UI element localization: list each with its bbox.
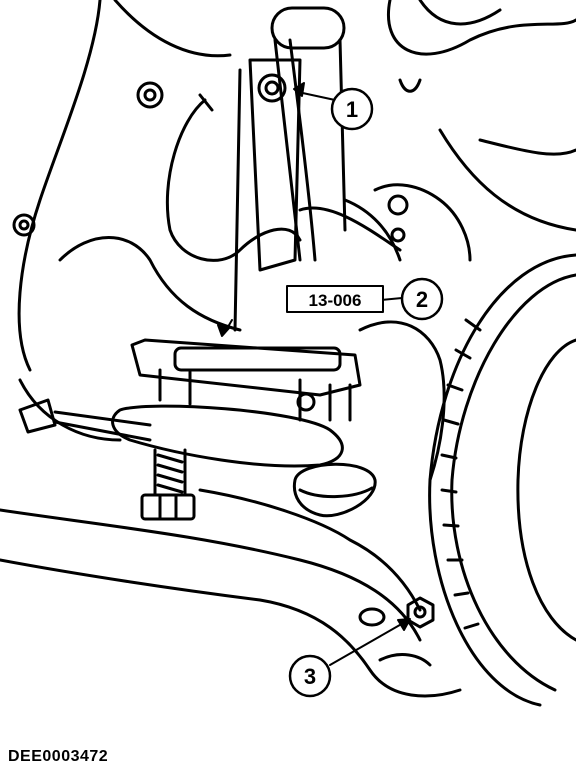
body-panel	[12, 0, 576, 372]
sensor-wire	[165, 93, 402, 262]
steering-knuckle	[18, 236, 446, 482]
callout-1: 1	[330, 87, 374, 131]
callout-2: 2	[400, 277, 444, 321]
callout-3-number: 3	[304, 664, 316, 689]
figure-id: DEE0003472	[8, 748, 109, 765]
tie-rod	[18, 398, 152, 442]
separator-tool	[111, 338, 362, 521]
tool-label: 13-006	[309, 291, 362, 310]
tool-label-box: 13-006	[286, 285, 384, 313]
suspension-illustration: 1 13-006 2 3	[0, 0, 576, 707]
lower-control-arm	[0, 488, 462, 698]
ball-joint	[292, 462, 377, 518]
callout-2-number: 2	[416, 287, 428, 312]
strut-assembly	[233, 6, 472, 332]
callout-1-number: 1	[346, 97, 358, 122]
leader-lines	[217, 82, 411, 666]
callout-3: 3	[288, 654, 332, 698]
brake-disc	[428, 253, 576, 707]
